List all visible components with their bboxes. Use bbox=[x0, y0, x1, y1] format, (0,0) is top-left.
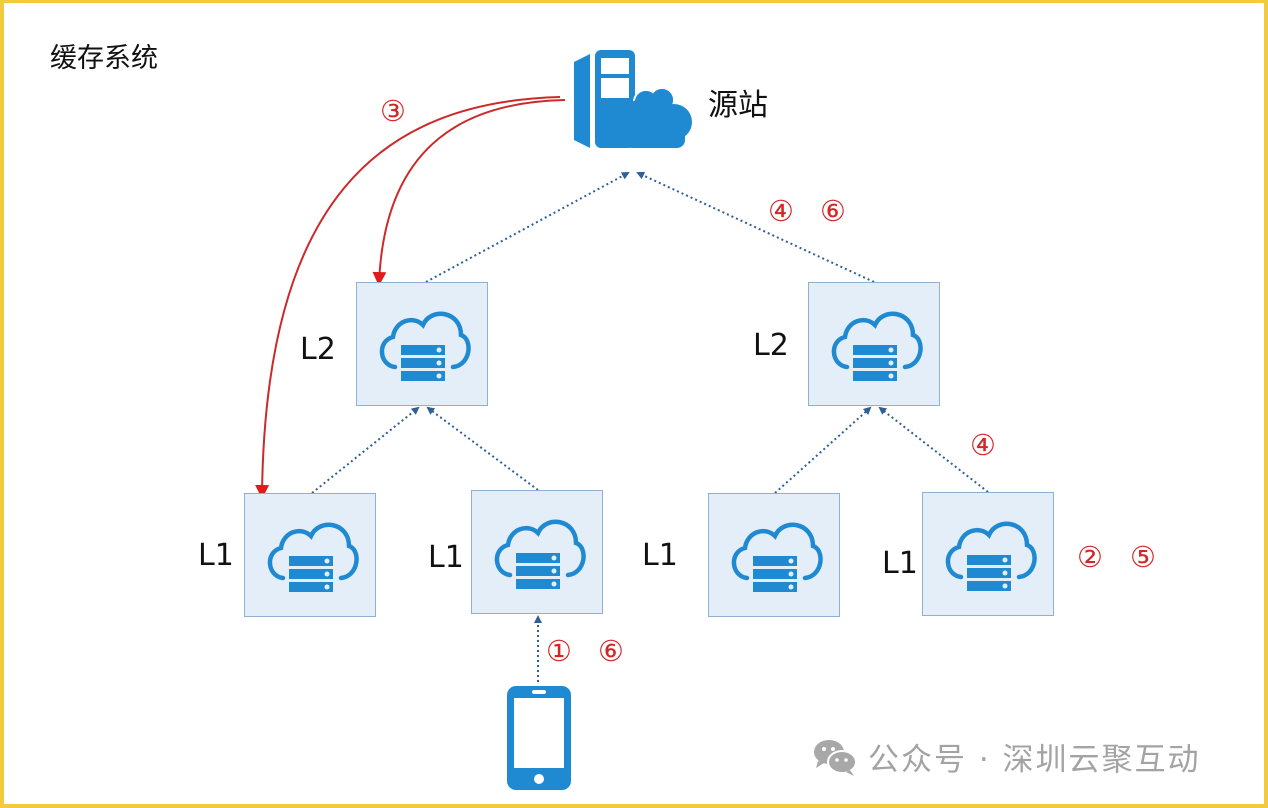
step-2-label: ② bbox=[1077, 540, 1103, 574]
cloud-server-icon bbox=[831, 311, 923, 381]
arrow-l2-left-to-origin bbox=[425, 172, 630, 283]
step-6-label: ⑥ bbox=[820, 194, 846, 228]
step-1-label: ① bbox=[546, 634, 572, 668]
level-label-l1-b: L1 bbox=[428, 540, 464, 575]
arrow-l1b-to-l2-left bbox=[426, 406, 539, 491]
client-phone bbox=[506, 686, 572, 792]
red-arrow-origin-to-l2-left bbox=[372, 99, 566, 286]
cache-node-l1-c bbox=[708, 493, 840, 617]
cloud-server-icon bbox=[731, 522, 823, 592]
cloud-server-icon bbox=[267, 522, 359, 592]
level-label-l1-c: L1 bbox=[642, 538, 678, 573]
step-4-label: ④ bbox=[970, 428, 996, 462]
cloud-server-icon bbox=[945, 521, 1037, 591]
arrow-l1a-to-l2-left bbox=[311, 406, 420, 494]
step-6-label: ⑥ bbox=[598, 634, 624, 668]
level-label-l1-d: L1 bbox=[882, 546, 918, 581]
cache-node-l2-right bbox=[808, 282, 940, 406]
level-label-l2-right: L2 bbox=[753, 328, 789, 363]
origin-server bbox=[570, 44, 700, 152]
step-3-label: ③ bbox=[380, 94, 406, 128]
watermark-text: 公众号 · 深圳云聚互动 bbox=[868, 742, 1201, 778]
cache-node-l1-d bbox=[922, 492, 1054, 616]
smartphone-icon bbox=[507, 686, 571, 790]
cloud-server-origin-icon bbox=[574, 50, 692, 148]
watermark: 公众号 · 深圳云聚互动 bbox=[812, 734, 1201, 779]
cache-node-l1-b bbox=[471, 490, 603, 614]
step-5-label: ⑤ bbox=[1130, 540, 1156, 574]
red-arrow-origin-to-l1a bbox=[255, 96, 561, 499]
diagram-title: 缓存系统 bbox=[50, 43, 158, 74]
origin-label: 源站 bbox=[708, 88, 768, 123]
level-label-l2-left: L2 bbox=[300, 332, 336, 367]
cache-node-l2-left bbox=[356, 282, 488, 406]
cloud-server-icon bbox=[494, 519, 586, 589]
wechat-icon bbox=[814, 739, 857, 776]
arrow-l2-right-to-origin bbox=[636, 171, 875, 283]
cloud-server-icon bbox=[379, 311, 471, 381]
step-4-label: ④ bbox=[768, 194, 794, 228]
cache-node-l1-a bbox=[244, 493, 376, 617]
arrow-l1c-to-l2-right bbox=[774, 406, 872, 494]
level-label-l1-a: L1 bbox=[198, 538, 234, 573]
